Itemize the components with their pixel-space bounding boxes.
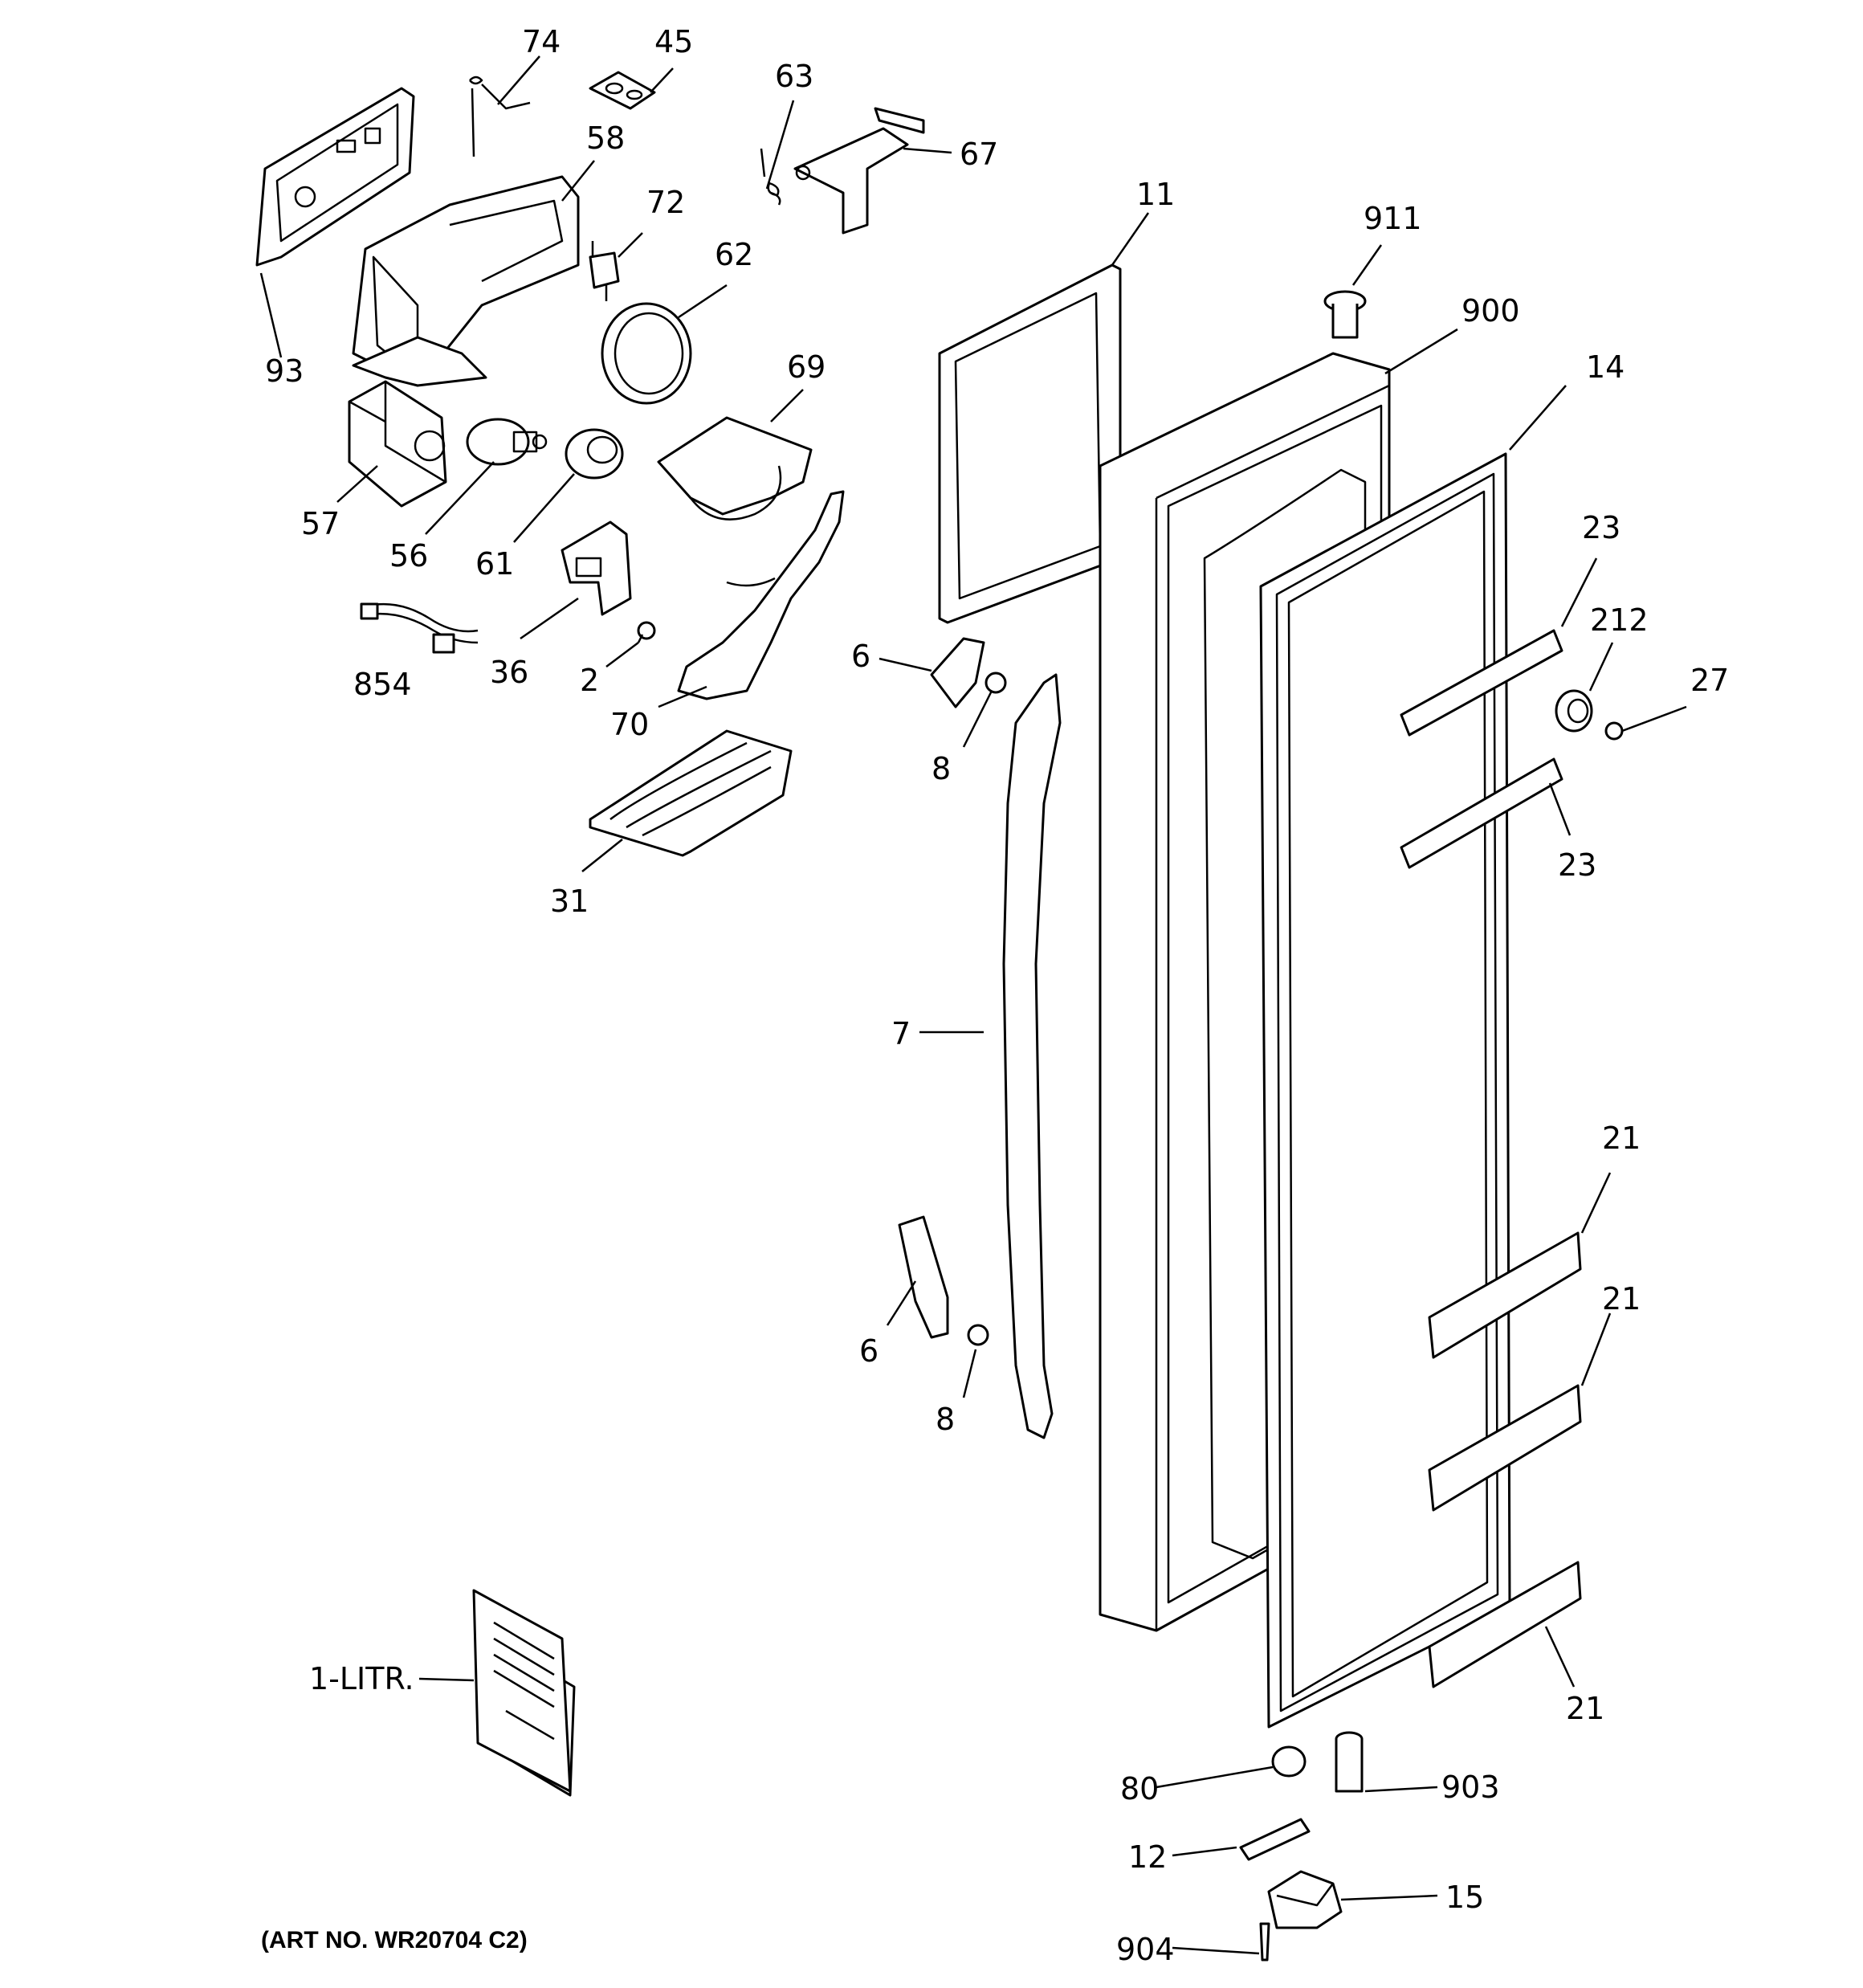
screw-part-8-bottom (967, 1324, 989, 1346)
callout-6-top: 6 (851, 639, 870, 674)
gear-part-61 (565, 428, 624, 480)
control-board-part-93 (255, 87, 415, 267)
callout-212: 212 (1590, 602, 1649, 638)
callout-12: 12 (1128, 1839, 1167, 1875)
callout-8-bottom: 8 (936, 1402, 955, 1437)
drip-tray-part-31 (589, 729, 793, 857)
callout-903: 903 (1441, 1770, 1500, 1805)
hinge-pin-part-903 (1335, 1731, 1364, 1793)
callout-31: 31 (550, 884, 589, 919)
callout-23-bottom: 23 (1558, 847, 1596, 883)
callout-854: 854 (353, 667, 412, 702)
callout-2: 2 (580, 663, 599, 698)
housing-part-58 (352, 175, 580, 387)
callout-80: 80 (1120, 1771, 1159, 1806)
literature-part-1-litr (472, 1589, 576, 1797)
bracket-part-36 (561, 520, 632, 616)
callout-904: 904 (1116, 1932, 1175, 1967)
gasket-part-14 (1259, 452, 1511, 1729)
callout-63: 63 (775, 59, 813, 94)
callout-8-top: 8 (932, 751, 951, 786)
callout-56: 56 (389, 538, 428, 574)
callout-23-top: 23 (1582, 510, 1620, 545)
screw-part-904 (1259, 1922, 1270, 1961)
lever-part-70 (677, 490, 845, 700)
ring-part-62 (601, 302, 692, 405)
rail-part-21-a (1428, 1231, 1582, 1359)
spring-part-63 (760, 148, 781, 206)
callout-58: 58 (586, 120, 625, 156)
callout-1-litr: 1-LITR. (309, 1661, 414, 1696)
callout-57: 57 (301, 506, 340, 541)
rail-part-23-top (1400, 629, 1563, 737)
rail-part-21-b (1428, 1384, 1582, 1512)
callout-62: 62 (715, 237, 753, 272)
bracket-part-12 (1239, 1818, 1311, 1861)
bushing-part-80 (1271, 1745, 1307, 1778)
bushing-part-212 (1555, 689, 1593, 733)
end-cap-part-6-top (930, 637, 985, 708)
callout-21-a: 21 (1602, 1121, 1641, 1156)
callout-21-b: 21 (1602, 1281, 1641, 1316)
spring-part-74 (469, 76, 531, 157)
callout-11: 11 (1136, 177, 1175, 212)
callout-69: 69 (787, 349, 826, 385)
callout-45: 45 (654, 24, 693, 59)
bracket-part-45 (589, 71, 656, 110)
ice-chute-part-69 (657, 416, 813, 520)
hinge-part-15 (1267, 1870, 1343, 1929)
callout-67: 67 (960, 137, 998, 172)
screw-part-2 (637, 621, 656, 643)
callout-21-c: 21 (1566, 1691, 1604, 1726)
panel-part-11 (938, 263, 1122, 624)
rail-part-23-bottom (1400, 757, 1563, 869)
callout-72: 72 (646, 185, 685, 220)
callout-74: 74 (522, 24, 561, 59)
screw-part-8-top (984, 672, 1007, 694)
callout-27: 27 (1690, 663, 1729, 698)
callout-911: 911 (1364, 201, 1422, 236)
motor-box-part-57 (348, 380, 447, 508)
handle-part-7 (1002, 673, 1062, 1439)
rail-part-21-c (1428, 1561, 1582, 1688)
callout-15: 15 (1445, 1880, 1484, 1915)
callout-14: 14 (1586, 349, 1625, 385)
art-number: (ART NO. WR20704 C2) (261, 1927, 528, 1953)
callout-7: 7 (891, 1016, 911, 1051)
motor-part-56 (466, 418, 548, 466)
callout-61: 61 (475, 546, 514, 582)
callout-labels: 74 45 63 67 58 72 62 93 69 57 56 61 854 … (261, 24, 1729, 1967)
screw-part-27 (1604, 721, 1624, 741)
end-cap-part-6-bottom (898, 1215, 949, 1339)
callout-36: 36 (490, 655, 528, 690)
callout-6-bottom: 6 (859, 1333, 879, 1369)
switch-part-72 (589, 241, 620, 301)
callout-93: 93 (265, 353, 304, 389)
bracket-part-67 (793, 107, 925, 235)
callout-900: 900 (1461, 293, 1520, 329)
callout-70: 70 (610, 707, 649, 742)
wire-harness-part-854 (360, 602, 479, 654)
leader-lines (259, 55, 1687, 1955)
bushing-part-911 (1323, 290, 1367, 339)
